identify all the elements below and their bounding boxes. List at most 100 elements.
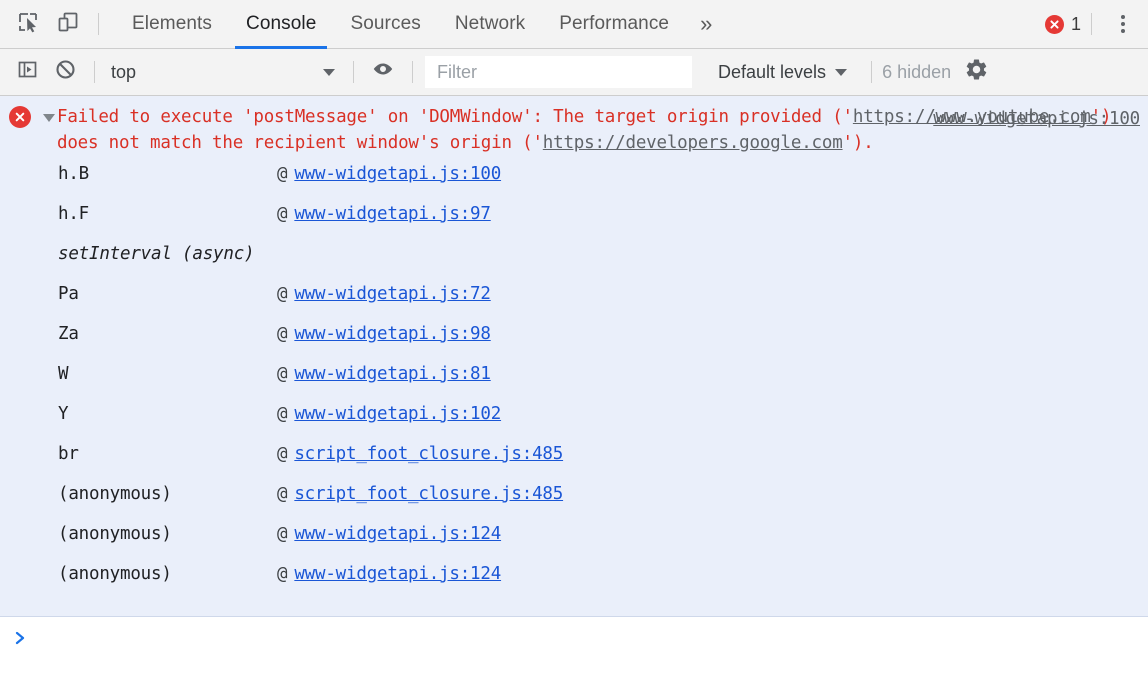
- stack-at-symbol: @: [277, 164, 288, 184]
- stack-trace-row: Za @ www-widgetapi.js:98: [0, 324, 1148, 364]
- error-message-text: Failed to execute 'postMessage' on 'DOMW…: [57, 104, 1138, 156]
- toolbar-divider-3: [412, 61, 413, 83]
- toolbar-divider-4: [871, 61, 873, 83]
- stack-trace-async-row: setInterval (async): [0, 244, 1148, 284]
- error-text-part-2: ') does not match the recipient window's…: [57, 107, 1112, 153]
- gear-icon: [964, 57, 989, 87]
- stack-trace-row: Y @ www-widgetapi.js:102: [0, 404, 1148, 444]
- tab-elements[interactable]: Elements: [115, 0, 229, 49]
- console-prompt[interactable]: [0, 617, 1148, 661]
- stack-function-name: (anonymous): [58, 564, 172, 584]
- stack-at-symbol: @: [277, 444, 288, 464]
- disclosure-triangle-expanded-icon[interactable]: [43, 114, 55, 122]
- stack-function-name: h.F: [58, 204, 90, 224]
- log-levels-label: Default levels: [718, 61, 827, 82]
- stack-trace-row: (anonymous) @ www-widgetapi.js:124: [0, 564, 1148, 604]
- stack-source-link[interactable]: script_foot_closure.js:485: [294, 444, 564, 464]
- stack-function-name: Pa: [58, 284, 79, 304]
- error-count-badge[interactable]: 1: [1044, 13, 1081, 35]
- stack-function-name: Za: [58, 324, 79, 344]
- stack-trace-row: Pa @ www-widgetapi.js:72: [0, 284, 1148, 324]
- error-text-part-1: Failed to execute 'postMessage' on 'DOMW…: [57, 107, 853, 127]
- prompt-chevron-icon: [14, 629, 28, 649]
- more-tabs-icon: »: [700, 11, 713, 36]
- panel-tabs: Elements Console Sources Network Perform…: [115, 0, 726, 49]
- stack-source-link[interactable]: www-widgetapi.js:124: [294, 524, 502, 544]
- console-toolbar: top Filter Default levels 6 hidden: [0, 49, 1148, 96]
- stack-source-link[interactable]: www-widgetapi.js:81: [294, 364, 491, 384]
- stack-trace-row: h.B @ www-widgetapi.js:100: [0, 164, 1148, 204]
- error-url-youtube[interactable]: https://www.youtube.com: [852, 107, 1091, 127]
- toggle-console-sidebar-button[interactable]: [8, 53, 46, 91]
- log-levels-select[interactable]: Default levels: [718, 61, 848, 83]
- more-tabs-button[interactable]: »: [686, 0, 726, 49]
- stack-source-link[interactable]: www-widgetapi.js:98: [294, 324, 491, 344]
- javascript-context-select[interactable]: top: [105, 57, 343, 87]
- tab-console[interactable]: Console: [229, 0, 333, 49]
- tab-label: Network: [454, 13, 526, 34]
- stack-source-link[interactable]: www-widgetapi.js:102: [294, 404, 502, 424]
- stack-trace-row: (anonymous) @ www-widgetapi.js:124: [0, 524, 1148, 564]
- console-error-message[interactable]: Failed to execute 'postMessage' on 'DOMW…: [0, 96, 1148, 617]
- stack-source-link[interactable]: www-widgetapi.js:124: [294, 564, 502, 584]
- tab-performance[interactable]: Performance: [542, 0, 686, 49]
- stack-at-symbol: @: [277, 564, 288, 584]
- stack-function-name: h.B: [58, 164, 90, 184]
- error-text-part-3: ').: [842, 133, 874, 153]
- stack-at-symbol: @: [277, 404, 288, 424]
- inspect-element-button[interactable]: [8, 4, 48, 44]
- stack-function-name: br: [58, 444, 79, 464]
- stack-trace-row: (anonymous) @ script_foot_closure.js:485: [0, 484, 1148, 524]
- create-live-expression-button[interactable]: [364, 53, 402, 91]
- stack-function-name: Y: [58, 404, 69, 424]
- context-value-label: top: [111, 61, 137, 82]
- hidden-messages-label[interactable]: 6 hidden: [882, 61, 952, 82]
- stack-trace: h.B @ www-widgetapi.js:100 h.F @ www-wid…: [0, 158, 1148, 616]
- error-source-link[interactable]: www-widgetapi.js:100: [933, 109, 1140, 129]
- tab-sources[interactable]: Sources: [333, 0, 437, 49]
- error-count-label: 1: [1070, 13, 1081, 34]
- stack-at-symbol: @: [277, 204, 288, 224]
- stack-at-symbol: @: [277, 284, 288, 304]
- stack-trace-row: h.F @ www-widgetapi.js:97: [0, 204, 1148, 244]
- console-message-area: Failed to execute 'postMessage' on 'DOMW…: [0, 96, 1148, 689]
- stack-source-link[interactable]: www-widgetapi.js:100: [294, 164, 502, 184]
- device-toolbar-icon: [56, 10, 80, 39]
- tab-label: Elements: [132, 13, 213, 34]
- stack-trace-row: W @ www-widgetapi.js:81: [0, 364, 1148, 404]
- stack-source-link[interactable]: script_foot_closure.js:485: [294, 484, 564, 504]
- live-expression-eye-icon: [371, 58, 395, 87]
- stack-source-link[interactable]: www-widgetapi.js:97: [294, 204, 491, 224]
- stack-trace-row: br @ script_foot_closure.js:485: [0, 444, 1148, 484]
- tabbar-right-divider: [1091, 13, 1092, 35]
- filter-input[interactable]: Filter: [425, 56, 692, 88]
- stack-function-name: (anonymous): [58, 484, 172, 504]
- toolbar-divider-2: [353, 61, 354, 83]
- filter-placeholder: Filter: [437, 61, 477, 82]
- tab-label: Console: [246, 13, 317, 34]
- toggle-device-toolbar-button[interactable]: [48, 4, 88, 44]
- chevron-down-icon: [835, 68, 848, 76]
- error-circle-icon: [9, 106, 31, 128]
- toolbar-divider-1: [94, 61, 95, 83]
- devtools-tab-bar: Elements Console Sources Network Perform…: [0, 0, 1148, 49]
- tab-label: Performance: [559, 13, 670, 34]
- error-circle-icon: [1044, 14, 1064, 34]
- tabbar-divider: [98, 13, 99, 35]
- clear-console-button[interactable]: [46, 53, 84, 91]
- stack-async-label: setInterval (async): [58, 244, 255, 264]
- inspect-element-icon: [16, 10, 40, 39]
- tab-network[interactable]: Network: [438, 0, 542, 49]
- tabbar-right-group: 1: [1044, 7, 1148, 41]
- stack-at-symbol: @: [277, 364, 288, 384]
- stack-at-symbol: @: [277, 324, 288, 344]
- error-url-developers-google[interactable]: https://developers.google.com: [542, 133, 843, 153]
- kebab-menu-icon[interactable]: [1106, 7, 1140, 41]
- console-sidebar-icon: [16, 58, 39, 86]
- stack-function-name: (anonymous): [58, 524, 172, 544]
- console-settings-button[interactable]: [959, 55, 993, 89]
- stack-source-link[interactable]: www-widgetapi.js:72: [294, 284, 491, 304]
- clear-console-icon: [54, 58, 77, 86]
- error-message-header[interactable]: Failed to execute 'postMessage' on 'DOMW…: [0, 96, 1148, 158]
- stack-at-symbol: @: [277, 484, 288, 504]
